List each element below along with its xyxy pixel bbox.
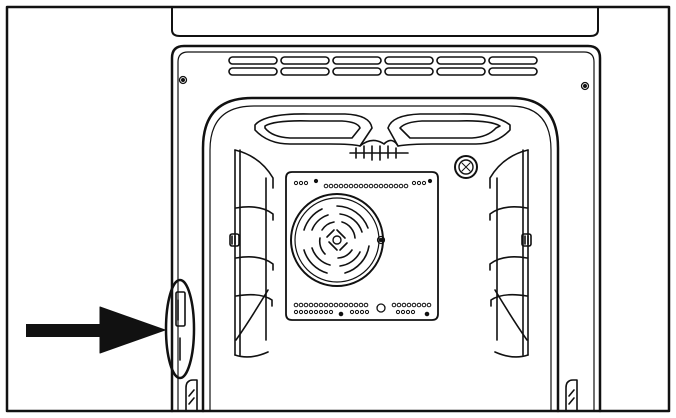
oven-cavity-inner-edge xyxy=(209,105,552,412)
lamp-icon xyxy=(454,155,478,179)
oven-housing-inner-edge xyxy=(177,51,595,412)
figure-frame xyxy=(5,5,671,413)
fan-cover-panel xyxy=(285,171,439,321)
fan-icon xyxy=(290,193,386,287)
control-panel xyxy=(171,6,599,37)
oven-housing xyxy=(170,44,602,413)
arrow-right-icon xyxy=(26,306,166,354)
side-rack-left xyxy=(229,149,274,358)
heating-element-icon xyxy=(254,113,511,161)
vent-slots xyxy=(228,56,538,76)
side-rack-right xyxy=(489,149,532,358)
highlighted-part xyxy=(175,291,186,361)
screw-right xyxy=(580,81,590,91)
screw-left xyxy=(178,75,188,85)
hinge-right xyxy=(565,379,578,412)
hinge-left xyxy=(185,379,198,412)
highlight-ellipse xyxy=(164,278,196,380)
perforation-bottom xyxy=(293,302,432,317)
oven-cavity xyxy=(201,96,560,413)
perforation-top xyxy=(293,178,433,189)
